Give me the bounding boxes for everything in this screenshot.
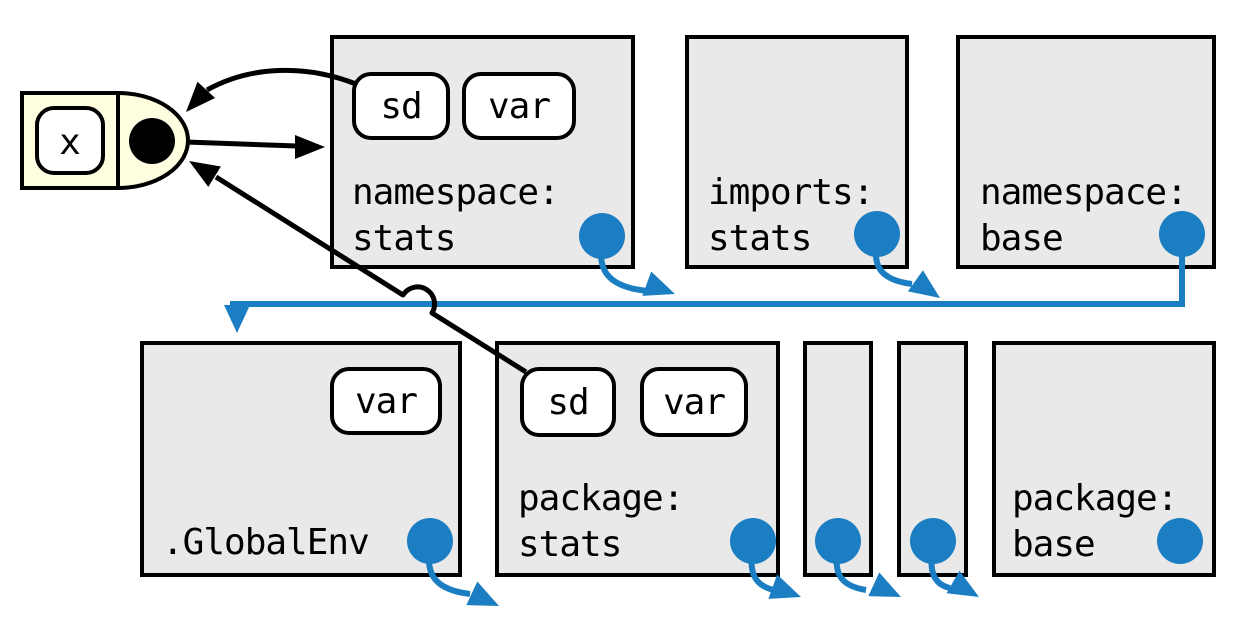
- env-label-imports-stats: imports: stats: [708, 172, 874, 259]
- formal-x-pill: [35, 106, 105, 175]
- env-label-namespace-stats: namespace: stats: [352, 172, 560, 259]
- function-env-arrow-head: [295, 135, 325, 159]
- env-box-imports-stats: imports: stats: [685, 35, 909, 269]
- sd-package-binding-arrow-head: [189, 161, 221, 187]
- parent-arrow-package-stats-head: [768, 574, 801, 599]
- env-box-search-path-1: [803, 341, 873, 577]
- formal-x-label: x: [59, 122, 81, 163]
- env-label-global-env: .GlobalEnv: [162, 522, 370, 563]
- binding-pill-var-package-stats: var: [640, 367, 748, 437]
- binding-pill-sd-package-stats: sd: [520, 367, 616, 437]
- env-label-package-stats: package: stats: [518, 478, 684, 565]
- parent-arrow-namespace-stats-head: [642, 271, 675, 296]
- function-formals-box: [20, 91, 120, 190]
- binding-pill-var-namespace-stats: var: [462, 72, 576, 140]
- env-box-namespace-stats: sd var namespace: stats: [330, 35, 635, 269]
- parent-arrow-namespace-base-head: [224, 305, 250, 333]
- env-box-package-stats: sd var package: stats: [495, 341, 780, 577]
- env-box-namespace-base: namespace: base: [956, 35, 1216, 269]
- env-label-namespace-base: namespace: base: [980, 172, 1188, 259]
- binding-pill-sd-namespace-stats: sd: [352, 72, 450, 140]
- function-object: x: [20, 90, 190, 191]
- binding-pill-var-global-env: var: [330, 367, 442, 435]
- function-body-dome: [116, 90, 190, 191]
- env-label-package-base: package: base: [1012, 478, 1178, 565]
- function-env-dot: [129, 118, 175, 164]
- env-box-global-env: var .GlobalEnv: [140, 341, 462, 577]
- function-env-arrow-line: [157, 138, 298, 149]
- binding-label-sd: sd: [547, 381, 589, 423]
- binding-label-var: var: [662, 381, 726, 423]
- binding-label-var: var: [487, 85, 551, 127]
- env-box-search-path-2: [897, 341, 968, 577]
- parent-arrow-global-env-head: [466, 581, 499, 606]
- binding-label-sd: sd: [380, 85, 422, 127]
- parent-arrow-imports-stats-head: [907, 270, 940, 298]
- env-box-package-base: package: base: [992, 341, 1216, 577]
- sd-namespace-binding-arrow-head: [186, 81, 216, 112]
- binding-label-var: var: [354, 380, 418, 422]
